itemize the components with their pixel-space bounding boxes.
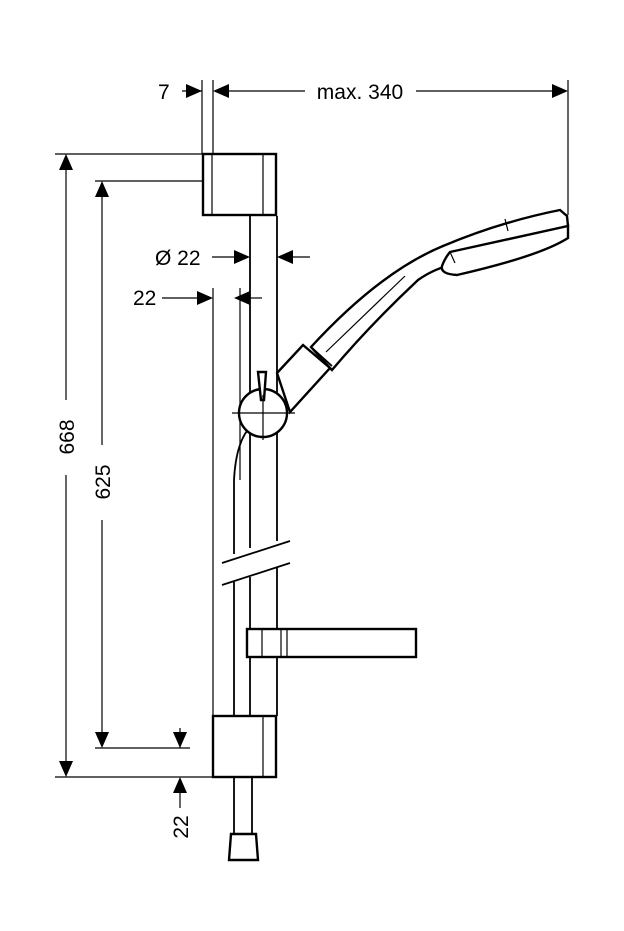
dim-total-height: 668 xyxy=(56,419,79,454)
dim-bottom-offset: 22 xyxy=(170,815,193,838)
dim-bracket-spacing: 625 xyxy=(92,464,115,499)
dimension-668: 668 xyxy=(55,153,213,778)
dim-hose-offset: 22 xyxy=(133,287,156,310)
dim-rail-diameter: Ø 22 xyxy=(155,247,201,270)
hose-connector xyxy=(227,777,260,862)
dim-max-reach: max. 340 xyxy=(317,81,403,104)
top-wall-bracket xyxy=(201,152,278,217)
bottom-wall-bracket xyxy=(211,714,278,779)
dimension-hose-offset: 22 xyxy=(133,287,262,716)
soap-dish xyxy=(245,627,418,659)
dim-wall-offset: 7 xyxy=(158,81,170,104)
dimension-625: 625 xyxy=(92,180,205,749)
dimension-bottom: 22 xyxy=(170,728,193,839)
dimension-diameter: Ø 22 xyxy=(155,247,310,270)
dimension-top: 7 max. 340 xyxy=(158,80,569,215)
hand-shower xyxy=(232,208,570,440)
